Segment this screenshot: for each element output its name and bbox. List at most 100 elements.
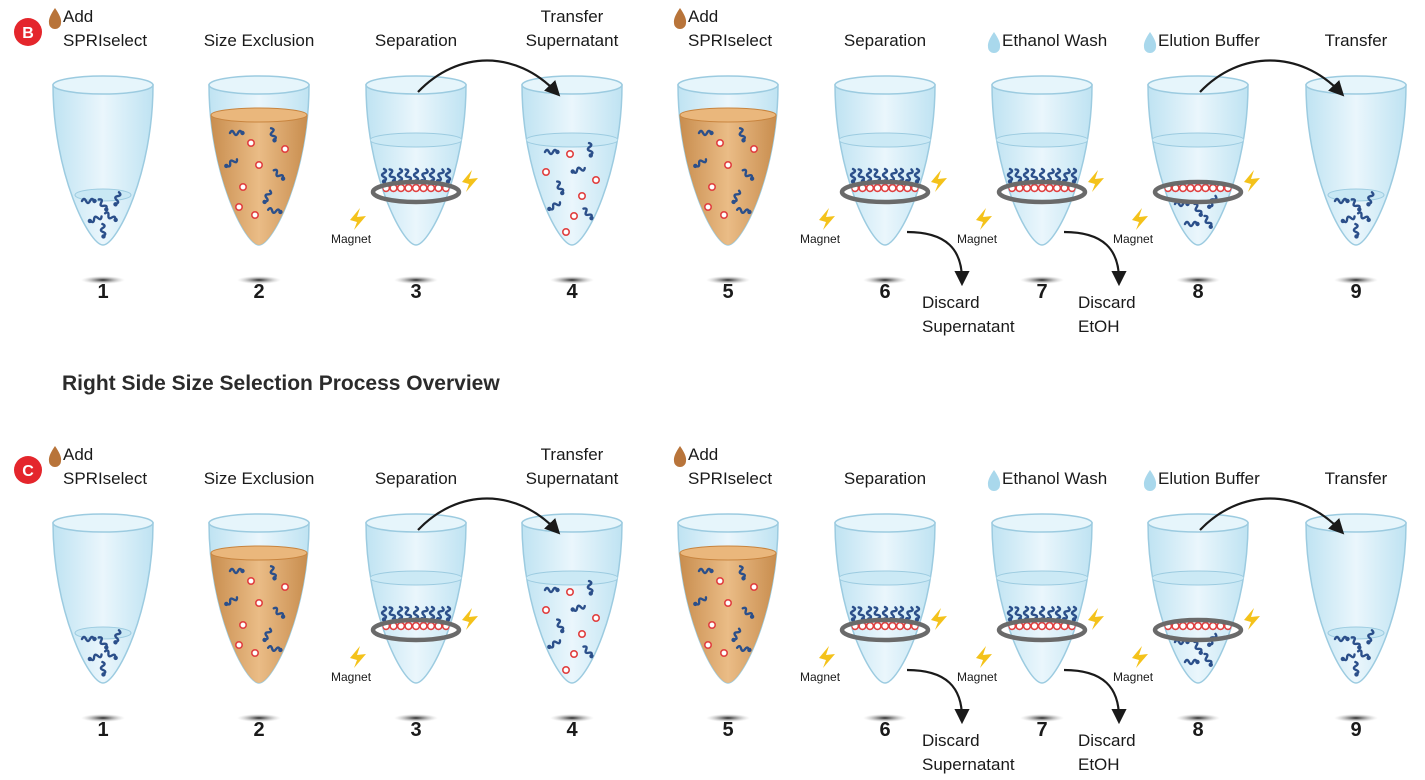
bead [1052, 621, 1062, 631]
step-label-4: Supernatant [526, 31, 619, 50]
tube-shadow [706, 276, 750, 284]
bead [569, 649, 578, 658]
magnet-label: Magnet [1113, 670, 1154, 684]
dna-fragment [1350, 636, 1362, 650]
bead [1208, 183, 1218, 193]
bead [1030, 183, 1039, 193]
lightning-icon [462, 608, 478, 630]
bead [426, 621, 436, 631]
bead [723, 161, 732, 170]
bead [873, 183, 882, 193]
magnet-ring [839, 617, 931, 643]
bead [419, 183, 428, 193]
tube-5 [677, 75, 779, 284]
dna-fragment [1070, 605, 1078, 622]
tube-5 [677, 513, 779, 722]
bead [419, 621, 428, 631]
discard-arrow [906, 668, 970, 725]
step-label-3: Separation [375, 31, 457, 50]
dna-fragment [741, 168, 755, 181]
bead [561, 665, 570, 674]
lightning-icon [1244, 608, 1260, 630]
dna-fragment [555, 180, 565, 196]
bead [707, 183, 716, 192]
bead [880, 183, 890, 193]
dna-fragment [97, 198, 109, 212]
lightning-icon [819, 646, 835, 668]
bead [404, 183, 413, 193]
discard-etoh-label: Discard [1078, 731, 1136, 750]
bead [1178, 183, 1188, 193]
dna-fragment [87, 653, 103, 662]
bead [255, 161, 264, 170]
step-label-1: Add [63, 445, 93, 464]
tube-shadow [237, 714, 281, 722]
dna-fragment [1203, 214, 1213, 229]
tube-2 [208, 513, 310, 722]
step-label-8: Elution Buffer [1158, 469, 1260, 488]
tube-3: Magnet [331, 75, 478, 284]
dna-fragment [1340, 653, 1356, 662]
dna-fragment [735, 206, 752, 215]
step-number-9: 9 [1350, 719, 1361, 741]
lightning-icon [1132, 646, 1148, 668]
bead [719, 648, 728, 657]
tube-shadow [1020, 714, 1064, 722]
step-number-2: 2 [253, 281, 264, 303]
dna-fragment [266, 644, 283, 653]
dna-fragment [1006, 605, 1014, 622]
step-label-2: Size Exclusion [204, 31, 315, 50]
brown-drop-icon [48, 8, 62, 29]
bead [1037, 183, 1047, 193]
dna-fragment [1193, 640, 1203, 655]
step-label-1: SPRIselect [63, 469, 147, 488]
dna-fragment [1333, 635, 1350, 643]
bead [541, 168, 550, 177]
dna-fragment [1356, 649, 1371, 661]
bead [541, 605, 550, 614]
dna-fragment [586, 579, 594, 596]
tube-shadow [1176, 714, 1220, 722]
bead [411, 621, 421, 631]
brown-drop-icon [673, 446, 687, 467]
step-label-5: SPRIselect [688, 469, 772, 488]
tube-shadow [81, 276, 125, 284]
dna-fragment [228, 567, 245, 575]
bead [577, 192, 586, 201]
magnet-label: Magnet [1113, 232, 1154, 246]
step-number-3: 3 [410, 281, 421, 303]
transfer-arrow [1199, 497, 1345, 535]
bead [703, 640, 712, 649]
tube-1 [52, 513, 154, 722]
tube-shadow [394, 714, 438, 722]
lightning-icon [1088, 170, 1104, 192]
brown-drop-icon [48, 446, 62, 467]
bead [247, 139, 256, 148]
bead [577, 629, 586, 638]
dna-fragment [731, 189, 742, 205]
discard-supernatant-label: Discard [922, 293, 980, 312]
magnet-ring [370, 617, 462, 643]
dna-fragment [1183, 220, 1200, 228]
dna-fragment [1333, 197, 1350, 205]
dna-fragment [582, 645, 594, 659]
bead [591, 176, 600, 185]
dna-fragment [1183, 658, 1200, 666]
step-number-1: 1 [97, 719, 108, 741]
dna-fragment [103, 649, 118, 661]
magnet-label: Magnet [957, 670, 998, 684]
blue-drop-icon [987, 470, 1001, 491]
dna-fragment [1352, 660, 1360, 677]
step-number-6: 6 [879, 281, 890, 303]
bead [723, 598, 732, 607]
dna-fragment [697, 129, 714, 137]
tube-shadow [706, 714, 750, 722]
dna-fragment [1006, 167, 1014, 184]
bead [888, 621, 897, 631]
bead [1208, 621, 1218, 631]
step-number-9: 9 [1350, 281, 1361, 303]
step-label-7: Ethanol Wash [1002, 469, 1107, 488]
tube-6: Magnet [800, 513, 947, 722]
